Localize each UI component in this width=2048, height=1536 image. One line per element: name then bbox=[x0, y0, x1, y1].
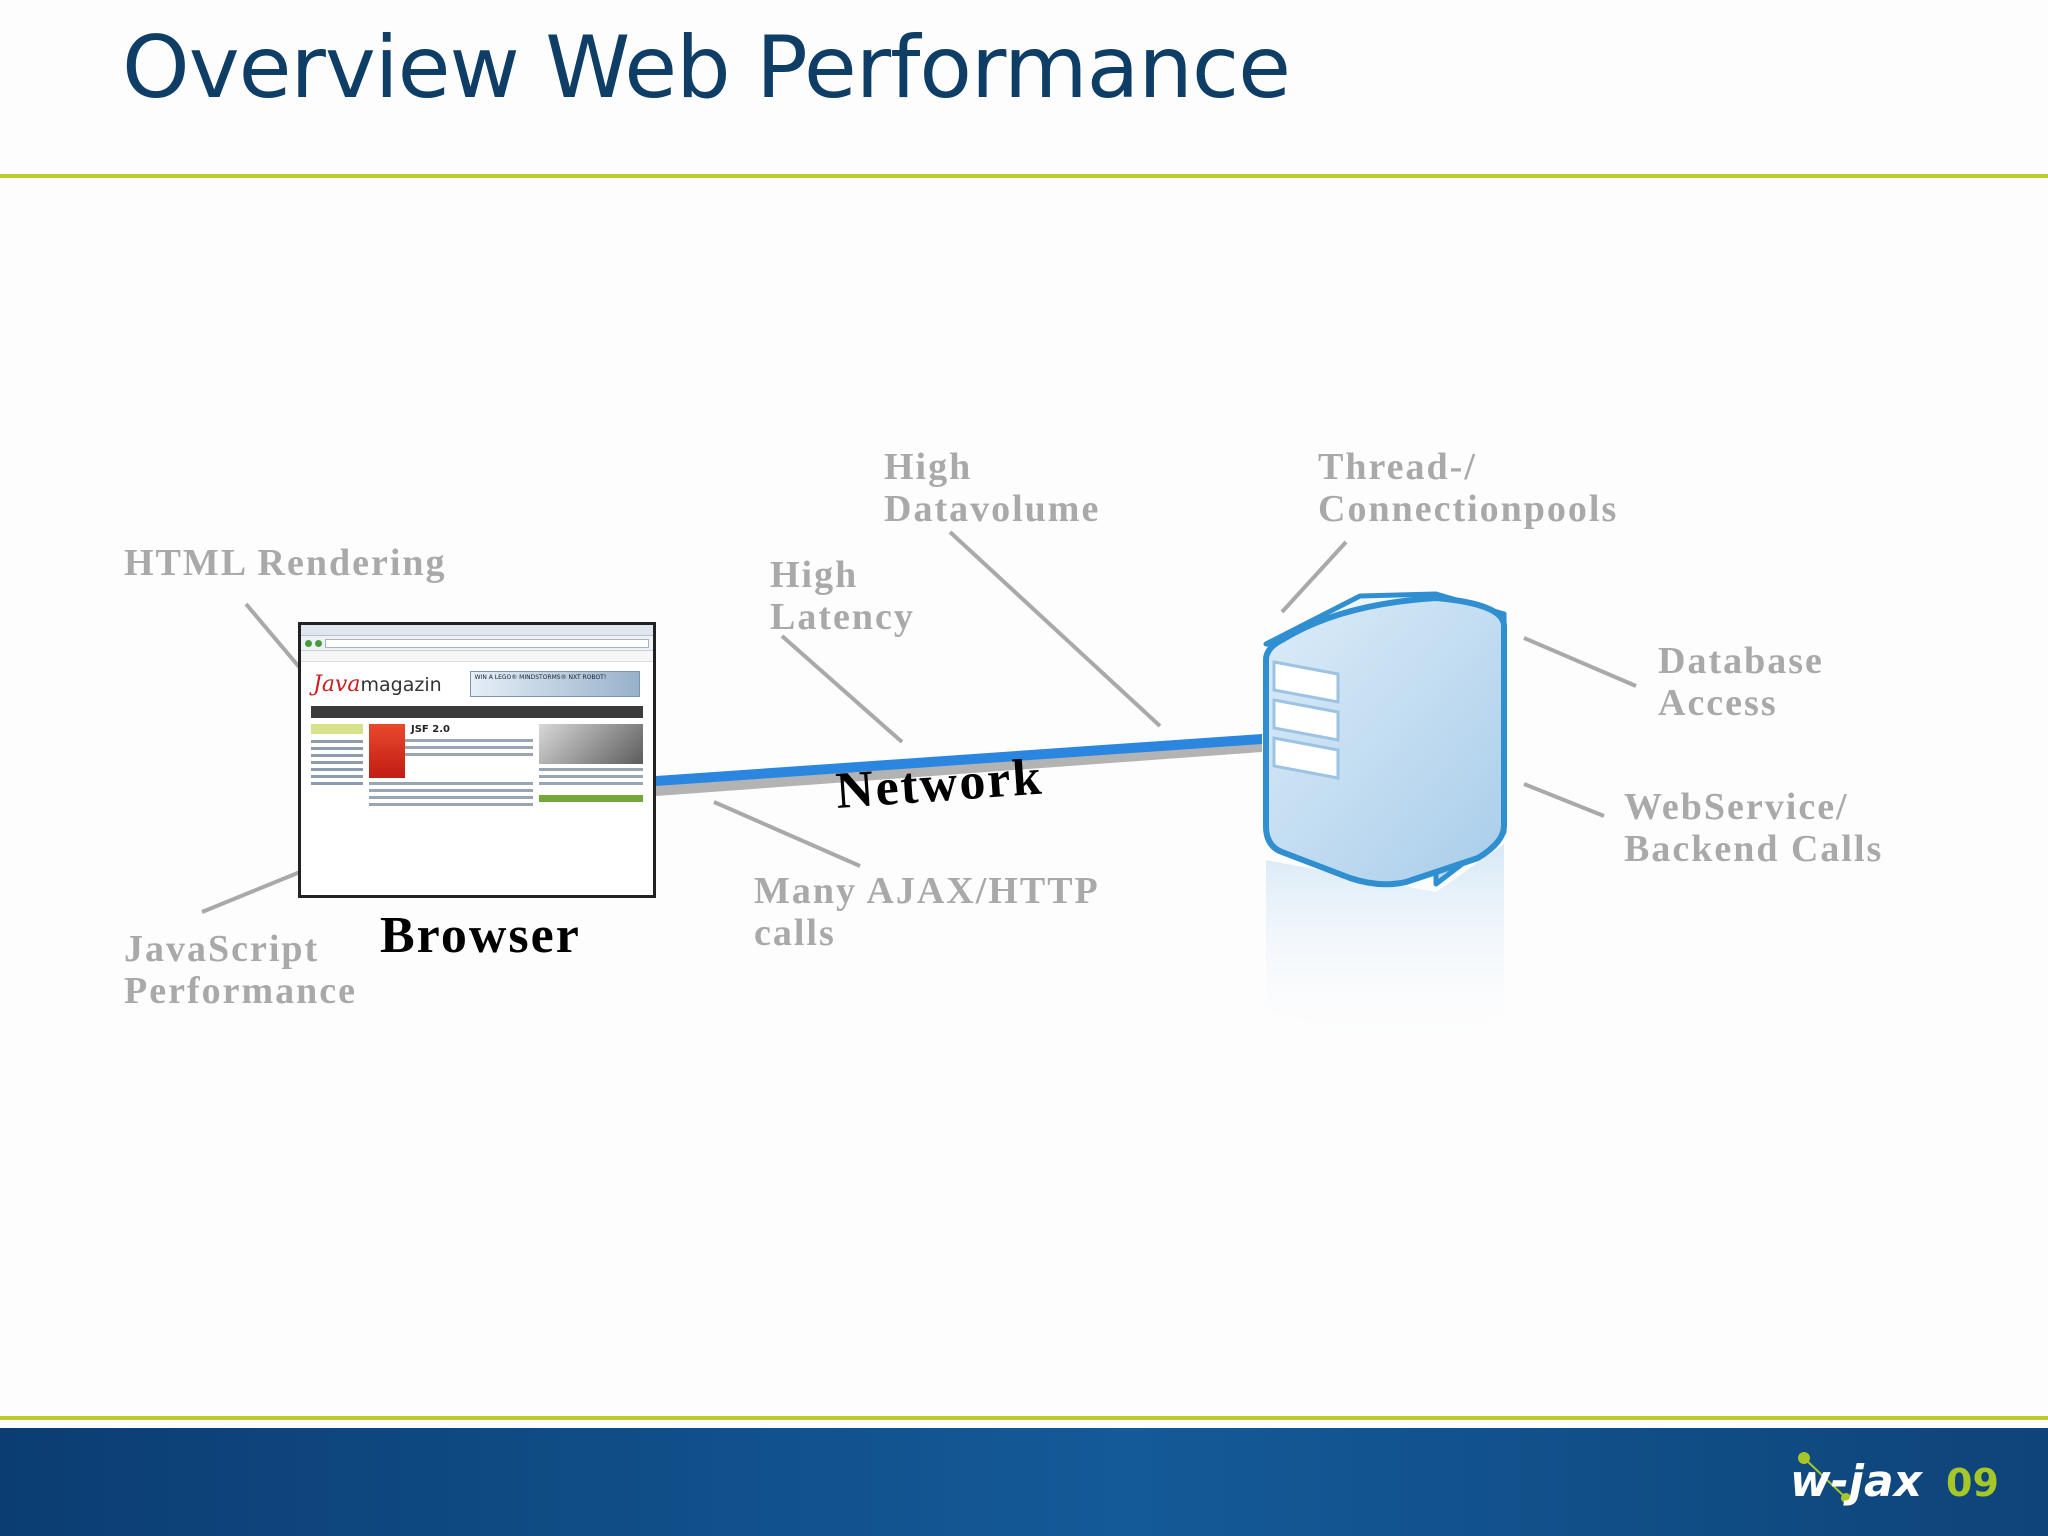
server-icon bbox=[1263, 591, 1507, 1060]
browser-titlebar bbox=[301, 625, 653, 636]
leader-webservice bbox=[1523, 782, 1605, 818]
article-title: JSF 2.0 bbox=[411, 724, 450, 735]
leader-lines bbox=[201, 530, 1637, 914]
magazine-cover bbox=[369, 724, 405, 778]
bookmarks-bar bbox=[301, 651, 653, 662]
top-divider bbox=[0, 174, 2048, 178]
site-promo bbox=[539, 724, 643, 810]
back-icon bbox=[305, 639, 312, 647]
label-webservice-backend: WebService/ Backend Calls bbox=[1624, 786, 1884, 870]
leader-high-datavolume bbox=[948, 530, 1162, 728]
leader-javascript bbox=[201, 870, 301, 914]
network-link bbox=[656, 734, 1262, 796]
label-database-access: Database Access bbox=[1658, 640, 1824, 724]
javamagazin-logo: Javamagazin bbox=[313, 671, 442, 697]
label-thread-pools: Thread-/ Connectionpools bbox=[1318, 446, 1619, 530]
label-browser: Browser bbox=[380, 907, 581, 964]
leader-high-latency bbox=[780, 634, 904, 744]
browser-toolbar bbox=[301, 636, 653, 651]
label-high-datavolume: High Datavolume bbox=[884, 446, 1101, 530]
address-bar bbox=[325, 638, 649, 648]
svg-text:w-jax: w-jax bbox=[1790, 1456, 1924, 1507]
forward-icon bbox=[315, 639, 322, 647]
site-content: JSF 2.0 bbox=[301, 718, 653, 816]
leader-database bbox=[1523, 636, 1637, 688]
svg-text:09: 09 bbox=[1946, 1461, 1999, 1505]
site-article: JSF 2.0 bbox=[369, 724, 533, 810]
server-bay-1 bbox=[1272, 660, 1340, 704]
promo-photo bbox=[539, 724, 643, 764]
site-header: Javamagazin WIN A LEGO® MINDSTORMS® NXT … bbox=[301, 662, 653, 706]
site-sidebar bbox=[311, 724, 363, 810]
slide-title: Overview Web Performance bbox=[122, 18, 1291, 118]
footer-bar bbox=[0, 1428, 2048, 1536]
label-javascript-performance: JavaScript Performance bbox=[124, 928, 357, 1012]
server-bay-2 bbox=[1272, 698, 1340, 742]
ad-banner: WIN A LEGO® MINDSTORMS® NXT ROBOT! bbox=[469, 671, 640, 697]
label-many-ajax: Many AJAX/HTTP calls bbox=[754, 870, 1100, 954]
label-high-latency: High Latency bbox=[770, 554, 915, 638]
site-navbar bbox=[311, 706, 643, 718]
label-html-rendering: HTML Rendering bbox=[124, 542, 447, 584]
browser-screenshot: Javamagazin WIN A LEGO® MINDSTORMS® NXT … bbox=[298, 622, 656, 898]
server-bay-3 bbox=[1272, 736, 1340, 780]
bottom-divider bbox=[0, 1416, 2048, 1420]
leader-many-ajax bbox=[713, 800, 861, 868]
leader-thread-pools bbox=[1280, 540, 1348, 614]
wjax-logo: w-jax 09 bbox=[1790, 1452, 1999, 1507]
leader-html-rendering bbox=[244, 602, 302, 670]
